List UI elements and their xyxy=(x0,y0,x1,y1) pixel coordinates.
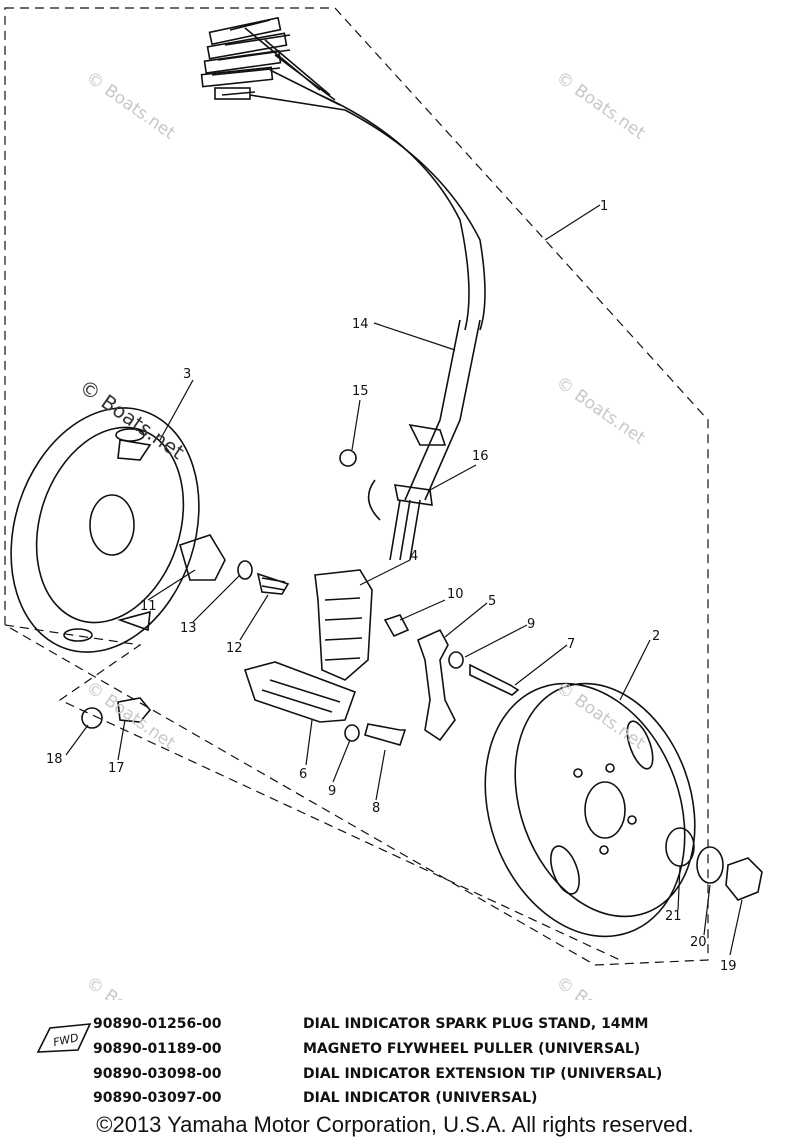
fwd-tool-icon: FWD xyxy=(36,1023,92,1053)
callout-21: 21 xyxy=(665,909,682,924)
flywheel-rotor xyxy=(484,682,696,938)
tool-part-number: 90890-03098-00 xyxy=(93,1066,222,1082)
callout-15: 15 xyxy=(352,384,369,399)
screw-7 xyxy=(469,663,520,696)
callout-16: 16 xyxy=(472,449,489,464)
collar-10 xyxy=(383,614,410,638)
washer-21 xyxy=(665,827,695,867)
callout-2: 2 xyxy=(652,629,660,644)
callout-11: 11 xyxy=(140,599,157,614)
assembly-boundary xyxy=(4,7,709,966)
copyright-notice: ©2013 Yamaha Motor Corporation, U.S.A. A… xyxy=(96,1112,694,1137)
callout-10: 10 xyxy=(447,587,464,602)
tool-description: DIAL INDICATOR (UNIVERSAL) xyxy=(303,1090,538,1106)
callout-1: 1 xyxy=(600,199,608,214)
watermark: © Boats.net xyxy=(552,68,649,144)
tool-part-number: 90890-03097-00 xyxy=(93,1090,222,1106)
lighting-coil xyxy=(243,661,357,723)
watermark: © Boats.net xyxy=(82,973,179,1000)
ignition-coil xyxy=(314,569,373,681)
tool-row: 90890-03097-00 DIAL INDICATOR (UNIVERSAL… xyxy=(0,1090,790,1114)
stator-base-plate xyxy=(10,407,200,653)
callout-20: 20 xyxy=(690,935,707,950)
tool-part-number: 90890-01189-00 xyxy=(93,1041,222,1057)
callout-17: 17 xyxy=(108,761,125,776)
screw-12 xyxy=(256,572,290,595)
callout-19: 19 xyxy=(720,959,737,974)
watermark: © Boats.net xyxy=(82,68,179,144)
callout-14: 14 xyxy=(352,317,369,332)
tool-description: DIAL INDICATOR EXTENSION TIP (UNIVERSAL) xyxy=(303,1066,663,1082)
callout-6: 6 xyxy=(299,767,307,782)
tool-row: 90890-01256-00 DIAL INDICATOR SPARK PLUG… xyxy=(0,1016,790,1040)
callout-7: 7 xyxy=(567,637,575,652)
callout-4: 4 xyxy=(410,549,418,564)
bracket-5 xyxy=(417,628,456,742)
watermark: © Boats.net xyxy=(552,373,649,449)
watermark: © Boats.net xyxy=(552,973,649,1000)
callout-9a: 9 xyxy=(527,617,535,632)
callout-12: 12 xyxy=(226,641,243,656)
tool-description: MAGNETO FLYWHEEL PULLER (UNIVERSAL) xyxy=(303,1041,641,1057)
tool-row: 90890-03098-00 DIAL INDICATOR EXTENSION … xyxy=(0,1066,790,1090)
callout-3: 3 xyxy=(183,367,191,382)
nut-19 xyxy=(725,857,763,901)
tool-part-number: 90890-01256-00 xyxy=(93,1016,222,1032)
callout-18: 18 xyxy=(46,752,63,767)
screw-15 xyxy=(339,449,357,467)
washer-9a xyxy=(344,724,360,742)
fwd-label: FWD xyxy=(52,1031,80,1049)
watermark: © Boats.net xyxy=(82,678,179,754)
washer-18 xyxy=(81,707,103,729)
spring-washer-20 xyxy=(696,846,724,884)
cable-clamp xyxy=(393,423,447,506)
washer-13 xyxy=(237,560,253,580)
wire-harness xyxy=(200,16,486,561)
screw-8 xyxy=(364,723,407,746)
washer-9b xyxy=(448,651,464,669)
callout-13: 13 xyxy=(180,621,197,636)
exploded-parts-diagram: 1 2 3 4 5 6 7 8 9 9 10 11 12 13 14 15 16… xyxy=(4,7,763,1000)
tool-description: DIAL INDICATOR SPARK PLUG STAND, 14MM xyxy=(303,1016,649,1032)
callout-8: 8 xyxy=(372,801,380,816)
callout-5: 5 xyxy=(488,594,496,609)
callout-9b: 9 xyxy=(328,784,336,799)
screw-17 xyxy=(117,697,152,723)
tool-row: 90890-01189-00 MAGNETO FLYWHEEL PULLER (… xyxy=(0,1041,790,1065)
contact-breaker xyxy=(179,534,226,581)
